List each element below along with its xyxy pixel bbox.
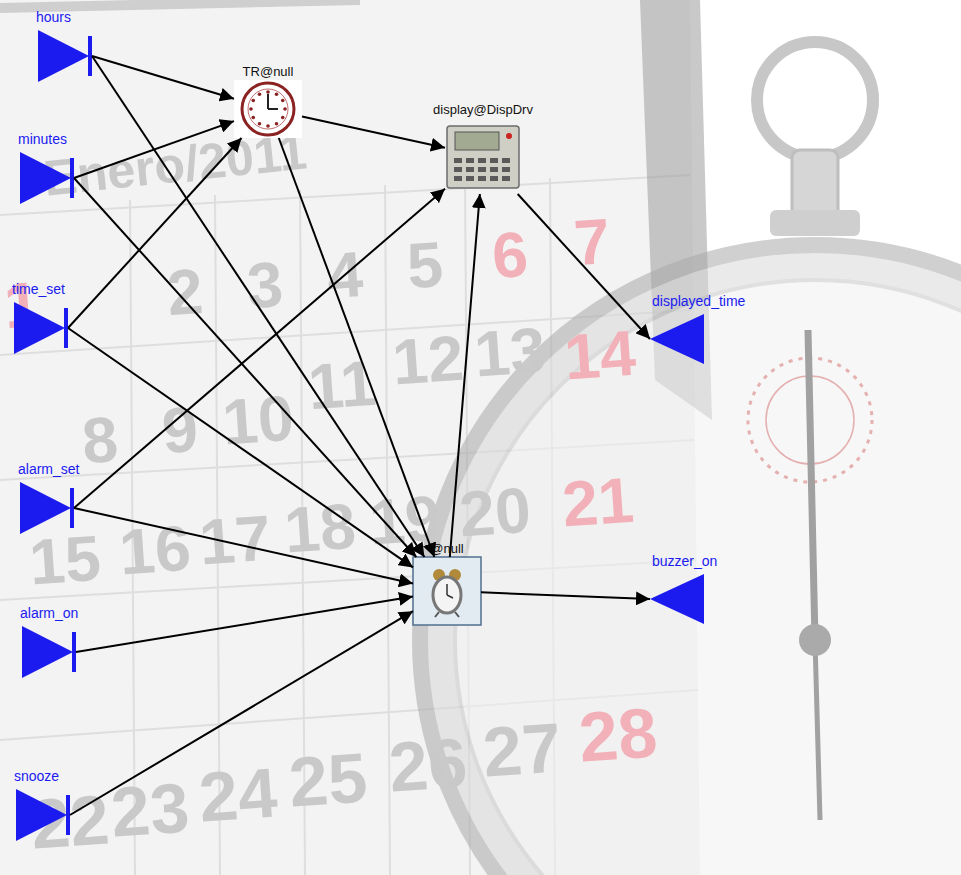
calendar-day: 3 xyxy=(245,252,285,318)
calendar-day: 8 xyxy=(80,407,120,473)
calendar-day: 12 xyxy=(390,326,465,395)
calendar-day: 24 xyxy=(197,757,280,832)
node-icon xyxy=(22,626,78,678)
input-port-triangle xyxy=(16,789,67,841)
display-icon xyxy=(447,126,519,188)
port-name: displayed_time xyxy=(652,293,745,309)
calendar-day: 26 xyxy=(387,727,470,802)
port-bar xyxy=(66,795,70,835)
port-bar xyxy=(72,632,76,672)
calendar-day: 13 xyxy=(472,318,547,387)
node-icon xyxy=(20,152,76,204)
input-port-triangle xyxy=(38,30,89,82)
alarm-clock-icon xyxy=(413,557,481,625)
signal-arrow xyxy=(74,178,416,557)
input-port-triangle xyxy=(14,302,65,354)
input-port: snooze xyxy=(16,789,72,841)
output-port: displayed_time xyxy=(650,314,704,364)
port-name: snooze xyxy=(14,768,59,784)
node-icon xyxy=(445,118,521,194)
clock-icon xyxy=(234,80,302,138)
port-bar xyxy=(88,36,92,76)
calendar-day: 4 xyxy=(325,242,365,308)
calendar-day: 28 xyxy=(577,697,660,772)
node-icon xyxy=(16,789,72,841)
node-icon xyxy=(234,80,302,138)
node-icon xyxy=(38,30,94,82)
calendar-day: 7 xyxy=(572,209,612,275)
port-bar xyxy=(70,158,74,198)
calendar-day: 21 xyxy=(560,468,635,537)
input-port-triangle xyxy=(20,482,71,534)
calendar-day: 5 xyxy=(405,232,445,298)
calendar-day: 6 xyxy=(490,222,530,288)
output-port-triangle xyxy=(650,314,704,364)
port-name: hours xyxy=(36,9,71,25)
input-port-triangle xyxy=(22,626,73,678)
calendar-day: 14 xyxy=(562,321,637,390)
calendar-day: 25 xyxy=(287,742,370,817)
input-port: alarm_set xyxy=(20,482,76,534)
output-port-triangle xyxy=(650,574,704,624)
input-port: alarm_on xyxy=(22,626,78,678)
port-bar xyxy=(70,488,74,528)
calendar-day: 17 xyxy=(197,506,272,575)
node-icon xyxy=(650,574,704,624)
calendar-grid xyxy=(0,175,698,875)
calendar-header-strip xyxy=(0,0,360,8)
component-block: TR@null xyxy=(234,80,302,138)
stopwatch-illustration xyxy=(420,42,961,875)
calendar-day: 18 xyxy=(282,494,357,563)
block-name: display@DispDrv xyxy=(433,102,533,117)
signal-arrow xyxy=(74,189,445,508)
input-port: hours xyxy=(38,30,94,82)
calendar-day: 23 xyxy=(109,772,192,847)
calendar-day: 15 xyxy=(27,526,102,595)
calendar-day: 27 xyxy=(481,712,564,787)
node-icon xyxy=(413,557,481,625)
component-block: display@DispDrv xyxy=(445,118,521,194)
signal-arrow xyxy=(76,597,413,652)
signal-arrow xyxy=(302,116,445,147)
output-port: buzzer_on xyxy=(650,574,704,624)
signal-arrow xyxy=(481,592,650,599)
calendar-day: 16 xyxy=(117,516,192,585)
block-name: @null xyxy=(430,541,463,556)
component-block: @null xyxy=(413,557,481,625)
input-port: minutes xyxy=(20,152,76,204)
signal-arrow xyxy=(92,56,234,99)
port-name: time_set xyxy=(12,281,65,297)
calendar-day: 11 xyxy=(306,351,378,420)
port-name: minutes xyxy=(18,131,67,147)
port-name: buzzer_on xyxy=(652,553,717,569)
port-name: alarm_set xyxy=(18,461,79,477)
block-name: TR@null xyxy=(243,64,294,79)
input-port-triangle xyxy=(20,152,71,204)
port-name: alarm_on xyxy=(20,605,78,621)
signal-arrow xyxy=(92,56,424,557)
calendar-day: 9 xyxy=(160,397,200,463)
calendar-day: 2 xyxy=(165,259,205,325)
port-bar xyxy=(64,308,68,348)
input-port: time_set xyxy=(14,302,70,354)
node-icon xyxy=(650,314,704,364)
calendar-day: 10 xyxy=(220,386,295,455)
node-icon xyxy=(20,482,76,534)
calendar-day: 20 xyxy=(457,478,532,547)
node-icon xyxy=(14,302,70,354)
